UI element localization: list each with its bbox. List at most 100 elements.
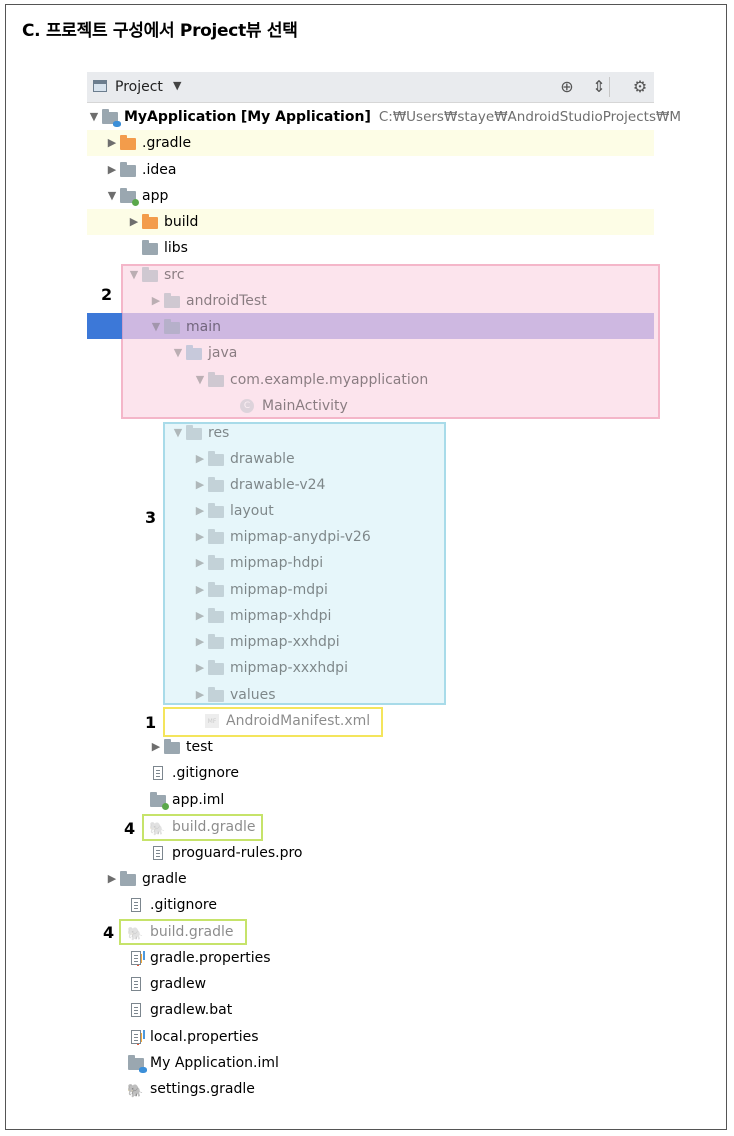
tree-item[interactable]: app.iml — [149, 787, 224, 813]
text-file-icon — [153, 766, 163, 780]
callout-box-manifest — [163, 707, 383, 737]
tree-item[interactable]: ▶drawable — [193, 446, 295, 472]
expand-arrow-icon[interactable]: ▼ — [151, 320, 161, 333]
expand-arrow-icon[interactable]: ▶ — [107, 163, 117, 176]
expand-arrow-icon[interactable]: ▶ — [195, 688, 205, 701]
tree-item[interactable]: ▶mipmap-xhdpi — [193, 603, 331, 629]
callout-number: 4 — [103, 923, 115, 942]
chevron-down-icon[interactable]: ▼ — [173, 79, 182, 92]
callout-box-src — [121, 264, 660, 419]
expand-arrow-icon[interactable]: ▼ — [107, 189, 117, 202]
callout-box-app-gradle — [142, 814, 263, 841]
tree-item[interactable]: ▶layout — [193, 498, 274, 524]
folder-icon — [208, 687, 224, 702]
tree-item[interactable]: gradlew — [127, 971, 206, 997]
expand-arrow-icon[interactable]: ▼ — [195, 373, 205, 386]
tree-item-selected[interactable]: ▼main — [149, 314, 221, 340]
expand-arrow-icon[interactable]: ▶ — [195, 583, 205, 596]
excluded-band — [87, 130, 654, 156]
package-icon — [208, 372, 224, 387]
expand-arrow-icon[interactable]: ▶ — [195, 661, 205, 674]
tree-item[interactable]: ▼res — [171, 420, 229, 446]
expand-arrow-icon[interactable]: ▶ — [195, 556, 205, 569]
tree-root[interactable]: ▼MyApplication [My Application]C:₩Users₩… — [87, 104, 681, 130]
collapse-all-icon[interactable]: ⇕ — [592, 77, 606, 96]
folder-icon — [164, 293, 180, 308]
tree-item[interactable]: ▼app — [105, 183, 168, 209]
tree-item[interactable]: 🐘settings.gradle — [127, 1081, 255, 1099]
tree-item[interactable]: proguard-rules.pro — [149, 840, 302, 866]
tree-item[interactable]: ▼java — [171, 340, 237, 366]
text-file-icon — [131, 898, 141, 912]
tree-item[interactable]: .gitignore — [127, 892, 217, 918]
folder-icon — [164, 739, 180, 754]
folder-icon — [208, 451, 224, 466]
tree-item[interactable]: My Application.iml — [127, 1050, 279, 1076]
folder-icon — [120, 162, 136, 177]
expand-arrow-icon[interactable]: ▶ — [195, 609, 205, 622]
module-folder-icon — [120, 188, 139, 206]
tree-item[interactable]: ▶mipmap-anydpi-v26 — [193, 524, 371, 550]
selected-row-highlight — [122, 313, 654, 339]
folder-icon — [208, 477, 224, 492]
expand-arrow-icon[interactable]: ▶ — [107, 136, 117, 149]
tree-item[interactable]: gradle.properties — [127, 945, 271, 971]
expand-arrow-icon[interactable]: ▼ — [89, 110, 99, 123]
expand-arrow-icon[interactable]: ▶ — [195, 530, 205, 543]
properties-file-icon — [131, 1030, 141, 1044]
figure-frame — [5, 4, 727, 1130]
tree-item[interactable]: ▶mipmap-hdpi — [193, 550, 323, 576]
tree-item[interactable]: libs — [127, 235, 188, 261]
tree-item[interactable]: ▶values — [193, 682, 276, 708]
text-file-icon — [131, 977, 141, 991]
root-module: [My Application] — [240, 109, 371, 125]
expand-arrow-icon[interactable]: ▶ — [195, 504, 205, 517]
gradle-icon: 🐘 — [127, 1084, 144, 1099]
expand-arrow-icon[interactable]: ▼ — [173, 426, 183, 439]
tree-item[interactable]: ▶mipmap-xxxhdpi — [193, 655, 348, 681]
folder-icon — [208, 555, 224, 570]
expand-arrow-icon[interactable]: ▶ — [195, 478, 205, 491]
resource-folder-icon — [186, 425, 202, 440]
expand-arrow-icon[interactable]: ▶ — [129, 215, 139, 228]
expand-arrow-icon[interactable]: ▶ — [195, 452, 205, 465]
callout-number: 4 — [124, 819, 136, 838]
folder-icon — [120, 871, 136, 886]
tree-item[interactable]: 🐘build.gradle — [149, 819, 256, 837]
expand-arrow-icon[interactable]: ▼ — [129, 268, 139, 281]
tree-item[interactable]: ▶drawable-v24 — [193, 472, 325, 498]
tree-item[interactable]: 🐘build.gradle — [127, 924, 234, 942]
tree-item[interactable]: local.properties — [127, 1024, 259, 1050]
tree-item[interactable]: ▼com.example.myapplication — [193, 367, 428, 393]
tree-item[interactable]: ▶test — [149, 734, 213, 760]
properties-file-icon — [131, 951, 141, 965]
gear-icon[interactable]: ⚙ — [632, 77, 648, 96]
manifest-icon: MF — [205, 714, 219, 728]
project-toolbar: Project ▼ ⊕ ⇕ ⚙ — [87, 72, 654, 103]
tree-item[interactable]: ▶build — [127, 209, 198, 235]
tree-item[interactable]: gradlew.bat — [127, 997, 232, 1023]
expand-arrow-icon[interactable]: ▶ — [151, 294, 161, 307]
folder-icon — [208, 529, 224, 544]
folder-icon — [208, 608, 224, 623]
folder-icon — [208, 660, 224, 675]
tree-item[interactable]: .gitignore — [149, 760, 239, 786]
root-name: MyApplication — [124, 109, 237, 125]
gradle-icon: 🐘 — [149, 822, 166, 837]
tree-item[interactable]: ▶gradle — [105, 866, 187, 892]
tree-item[interactable]: ▶androidTest — [149, 288, 267, 314]
callout-box-project-gradle — [119, 919, 247, 945]
expand-arrow-icon[interactable]: ▶ — [195, 635, 205, 648]
expand-arrow-icon[interactable]: ▶ — [151, 740, 161, 753]
locate-icon[interactable]: ⊕ — [560, 77, 574, 96]
tree-item[interactable]: ▶.gradle — [105, 130, 191, 156]
expand-arrow-icon[interactable]: ▶ — [107, 872, 117, 885]
tree-item[interactable]: ▶.idea — [105, 157, 176, 183]
tree-item[interactable]: ▼src — [127, 262, 184, 288]
view-selector[interactable]: Project — [115, 79, 163, 95]
tree-item[interactable]: ▶mipmap-mdpi — [193, 577, 328, 603]
tree-item[interactable]: ▶mipmap-xxhdpi — [193, 629, 340, 655]
expand-arrow-icon[interactable]: ▼ — [173, 346, 183, 359]
